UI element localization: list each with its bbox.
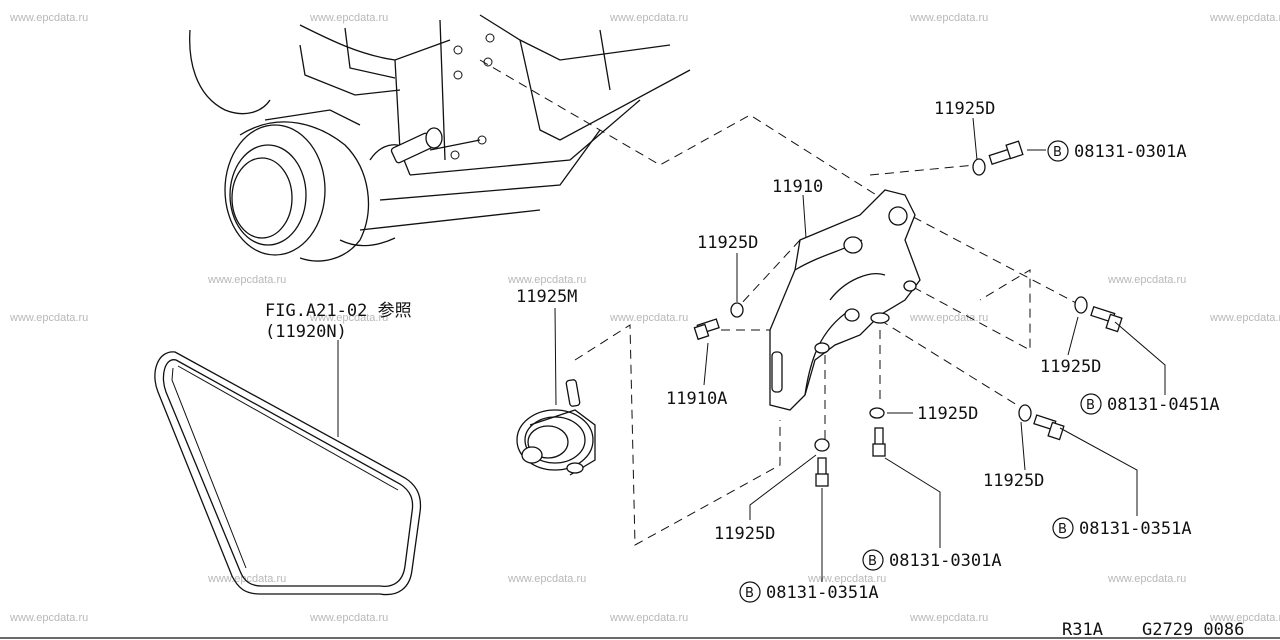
watermark: www.epcdata.ru (1209, 312, 1280, 324)
watermark: www.epcdata.ru (609, 612, 688, 624)
bolt-icon (693, 318, 720, 341)
watermark: www.epcdata.ru (1107, 274, 1186, 286)
washer-icon (972, 158, 986, 176)
b-circle-icon (1047, 140, 1069, 162)
bolt-icon (872, 427, 886, 457)
model-code: R31A (1062, 620, 1103, 640)
b-mark: B (1053, 145, 1062, 160)
watermark: www.epcdata.ru (507, 573, 586, 585)
watermark: www.epcdata.ru (1107, 573, 1186, 585)
watermark: www.epcdata.ru (9, 12, 88, 24)
watermark: www.epcdata.ru (807, 573, 886, 585)
part-label: 08131-0451A (1107, 395, 1220, 415)
part-label: 11910A (666, 389, 727, 409)
watermark: www.epcdata.ru (9, 612, 88, 624)
leader-lines (337, 117, 1166, 582)
watermark: www.epcdata.ru (507, 274, 586, 286)
part-label: 08131-0351A (1079, 519, 1192, 539)
part-label: FIG.A21-02 参照 (265, 301, 412, 321)
part-label: 08131-0301A (889, 551, 1002, 571)
watermark: www.epcdata.ru (609, 312, 688, 324)
watermark: www.epcdata.ru (909, 12, 988, 24)
watermark: www.epcdata.ru (1209, 612, 1280, 624)
watermark: www.epcdata.ru (609, 12, 688, 24)
b-circle-icon (1052, 517, 1074, 539)
bolt-icon (1090, 305, 1123, 333)
part-labels: 11925D B 08131-0301A 11910 11925D 11925M… (265, 99, 1220, 603)
b-mark: B (745, 586, 754, 601)
b-circle-icon (1080, 393, 1102, 415)
bolt-icon (815, 457, 829, 487)
footer: R31A G2729 0086 (0, 620, 1280, 640)
part-label: 11910 (772, 177, 823, 197)
b-circle-icon (862, 549, 884, 571)
engine-block-drawing (189, 14, 691, 262)
b-mark: B (868, 554, 877, 569)
part-label: (11920N) (265, 322, 347, 342)
part-label: 11925D (917, 404, 978, 424)
watermark: www.epcdata.ru (909, 612, 988, 624)
alternator-bracket (769, 189, 921, 411)
part-label: 08131-0301A (1074, 142, 1187, 162)
watermark: www.epcdata.ru (207, 274, 286, 286)
b-mark: B (1058, 522, 1067, 537)
part-label: 11925D (697, 233, 758, 253)
part-label: 11925D (1040, 357, 1101, 377)
watermark: www.epcdata.ru (1209, 12, 1280, 24)
washer-icon (730, 302, 744, 318)
idler-pulley (516, 379, 596, 476)
washer-icon (1074, 296, 1088, 314)
watermark: www.epcdata.ru (9, 312, 88, 324)
washer-icon (1018, 404, 1032, 422)
part-label: 08131-0351A (766, 583, 879, 603)
bolt-icon (988, 140, 1024, 165)
fasteners (693, 140, 1123, 487)
part-label: 11925D (983, 471, 1044, 491)
watermark: www.epcdata.ru (309, 12, 388, 24)
part-label: 11925D (714, 524, 775, 544)
figure-code: G2729 0086 (1142, 620, 1244, 640)
watermark: www.epcdata.ru (909, 312, 988, 324)
washer-icon (869, 407, 885, 419)
b-mark: B (1086, 398, 1095, 413)
b-circle-icon (739, 581, 761, 603)
watermark: www.epcdata.ru (309, 612, 388, 624)
watermark: www.epcdata.ru (207, 573, 286, 585)
bolt-icon (1033, 414, 1065, 441)
drive-belt (154, 351, 422, 596)
washer-icon (814, 438, 830, 452)
part-label: 11925D (934, 99, 995, 119)
part-label: 11925M (516, 287, 577, 307)
watermark: www.epcdata.ru (309, 312, 388, 324)
